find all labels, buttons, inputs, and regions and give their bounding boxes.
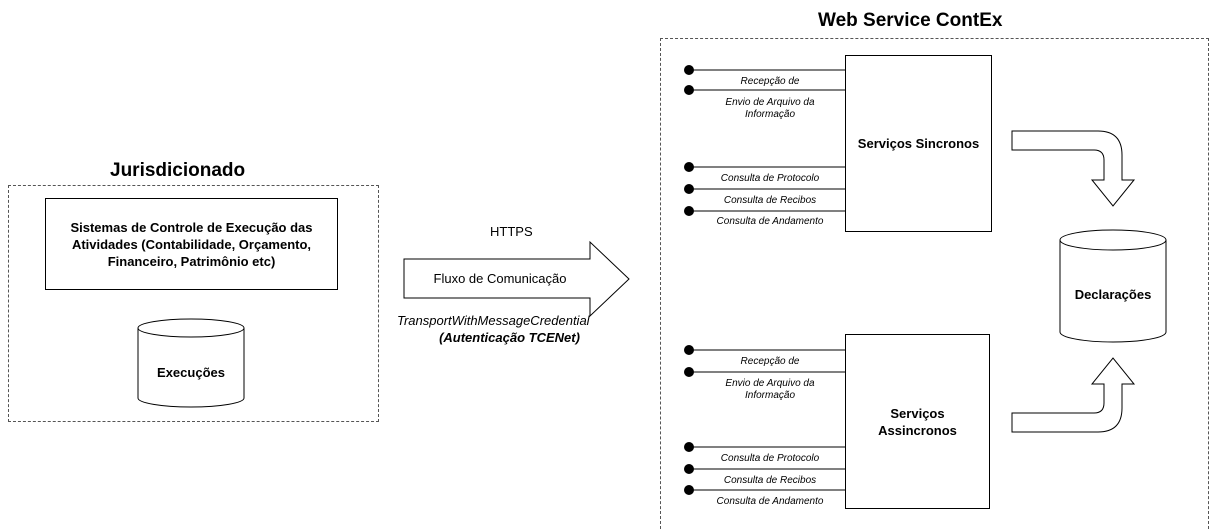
- sync-op-recibos: Consulta de Recibos: [723, 195, 817, 206]
- sync-op-envio: Envio de Arquivo da Informação: [725, 97, 815, 120]
- async-op-andamento: Consulta de Andamento: [716, 496, 824, 507]
- systems-box: Sistemas de Controle de Execução das Ati…: [45, 198, 338, 290]
- https-label: HTTPS: [490, 224, 533, 239]
- web-service-title: Web Service ContEx: [818, 10, 1003, 31]
- jurisdicionado-panel: [8, 185, 379, 422]
- jurisdicionado-title: Jurisdicionado: [110, 160, 246, 181]
- async-services-box: Serviços Assincronos: [845, 334, 990, 509]
- sync-op-protocolo: Consulta de Protocolo: [720, 173, 820, 184]
- sync-interface-connectors: [684, 65, 845, 216]
- execucoes-label: Execuções: [157, 365, 225, 380]
- declaracoes-database-icon: [1059, 229, 1167, 343]
- bent-arrow-down-icon: [1011, 130, 1136, 207]
- async-op-envio: Envio de Arquivo da Informação: [725, 378, 815, 401]
- bent-arrow-up-icon: [1011, 357, 1136, 433]
- async-op-recepcao: Recepção de: [740, 356, 800, 367]
- sync-op-andamento: Consulta de Andamento: [716, 216, 824, 227]
- declaracoes-label: Declarações: [1074, 287, 1152, 302]
- async-op-protocolo: Consulta de Protocolo: [720, 453, 820, 464]
- sync-services-box: Serviços Sincronos: [845, 55, 992, 232]
- communication-arrow-icon: [403, 240, 630, 318]
- execucoes-database-icon: [137, 318, 245, 408]
- sync-op-recepcao: Recepção de: [740, 76, 800, 87]
- security-mode-label: TransportWithMessageCredential: [397, 313, 590, 328]
- async-interface-connectors: [684, 345, 845, 495]
- authentication-label: (Autenticação TCENet): [439, 330, 580, 345]
- communication-arrow-label: Fluxo de Comunicação: [433, 271, 567, 286]
- async-op-recibos: Consulta de Recibos: [723, 475, 817, 486]
